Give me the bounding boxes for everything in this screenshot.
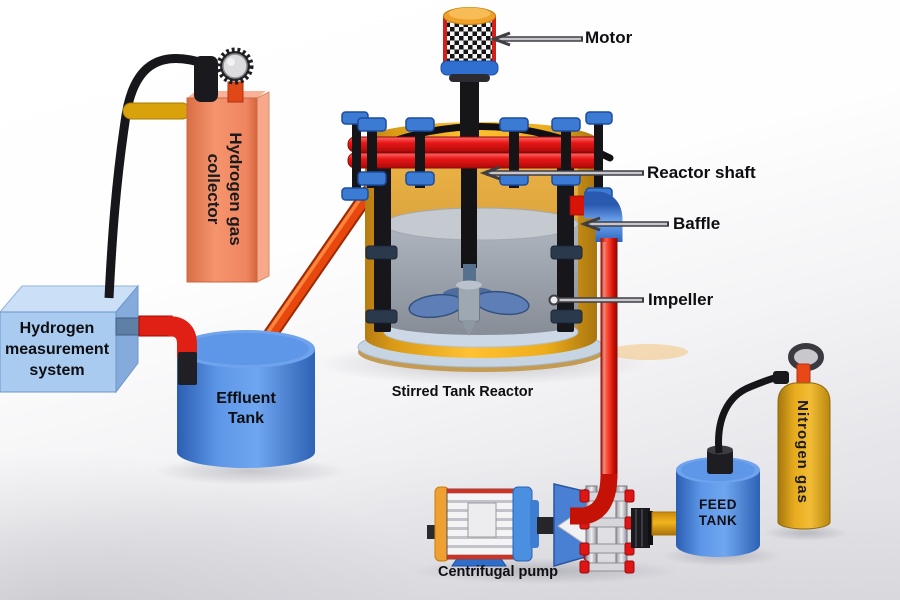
baffle-left xyxy=(365,154,398,332)
hydrogen-gas-collector xyxy=(104,47,270,299)
nitrogen-hose xyxy=(715,373,779,454)
reactor-shaft-label: Reactor shaft xyxy=(647,163,756,182)
nitrogen-cylinder xyxy=(715,343,831,530)
feed-tank-cap xyxy=(707,449,733,474)
motor-arrow xyxy=(489,31,583,47)
baffle-arrow xyxy=(579,216,669,232)
transfer-pipe-orange xyxy=(260,181,379,346)
impeller-pointer xyxy=(548,294,644,306)
centrifugal-pump-label: Centrifugal pump xyxy=(438,564,559,580)
nitrogen-gas-label: Nitrogen gas xyxy=(794,400,811,504)
hydrogen-measurement-system-label: Hydrogen measurement system xyxy=(4,320,110,379)
threaded-coupling xyxy=(631,508,650,548)
motor-label: Motor xyxy=(585,28,633,47)
feed-tank-label: FEED TANK xyxy=(698,497,738,528)
hydrogen-gas-collector-label: Hydrogen gas collector xyxy=(204,132,245,246)
collector-hose xyxy=(104,53,208,299)
feed-line xyxy=(631,508,683,548)
outlet-pipe-red xyxy=(569,191,623,525)
measurement-outlet-pipe xyxy=(115,315,197,385)
reactor-shaft-arrow xyxy=(479,165,644,181)
stirred-tank-reactor xyxy=(341,7,688,372)
centrifugal-pump xyxy=(427,483,635,574)
baffle-label: Baffle xyxy=(673,214,721,233)
reactor-shaft xyxy=(461,150,477,288)
feed-tank xyxy=(676,445,760,557)
collector-gauge xyxy=(216,47,254,103)
reactor-liquid xyxy=(384,224,578,335)
impeller-label: Impeller xyxy=(648,290,714,309)
pump-coupling-shaft xyxy=(537,517,556,534)
effluent-tank xyxy=(177,330,315,468)
collector-handle xyxy=(122,102,191,120)
collector-hose-fitting xyxy=(194,56,218,102)
clamp-bolts xyxy=(341,111,613,201)
stirred-tank-reactor-label: Stirred Tank Reactor xyxy=(391,384,534,400)
effluent-tank-label: Effluent Tank xyxy=(216,390,276,427)
impeller xyxy=(408,280,530,336)
pipe-elbow-blue xyxy=(584,191,623,242)
hydrogen-measurement-system xyxy=(0,284,197,394)
